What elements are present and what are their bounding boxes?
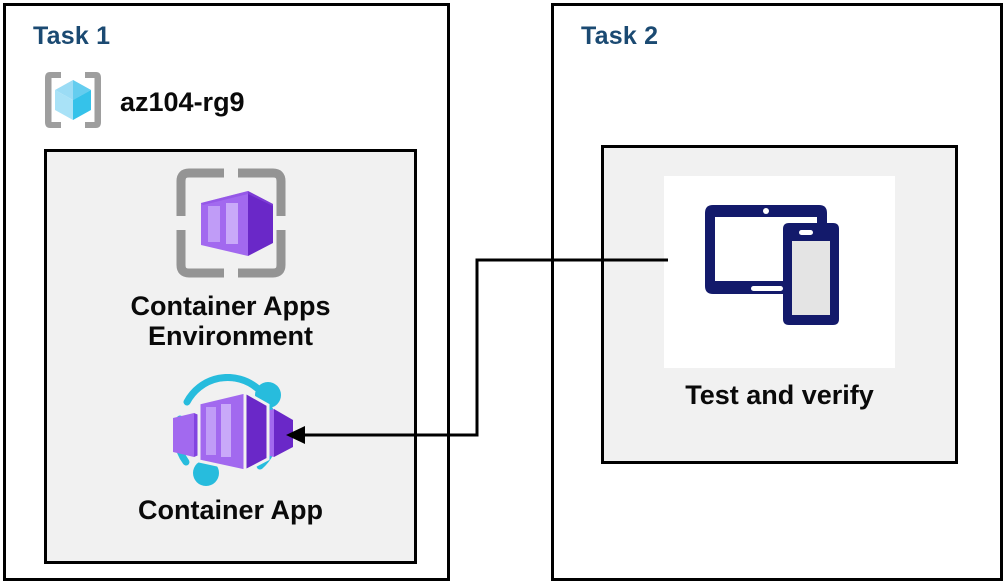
task-1-panel: Task 1 az104-rg9	[3, 3, 450, 581]
test-and-verify-label: Test and verify	[685, 380, 874, 410]
devices-icon	[691, 195, 869, 350]
resource-group-icon	[40, 67, 106, 138]
container-apps-environment-icon	[172, 164, 290, 287]
task-2-panel: Task 2	[551, 3, 1003, 581]
devices-icon-frame	[664, 176, 895, 368]
resource-group-row: az104-rg9	[40, 67, 245, 138]
task-1-inner-box: Container Apps Environment	[44, 149, 417, 564]
container-app-node: Container App	[47, 373, 414, 525]
container-apps-environment-node: Container Apps Environment	[47, 164, 414, 351]
task-2-title: Task 2	[581, 22, 659, 50]
container-apps-environment-label: Container Apps Environment	[130, 291, 331, 352]
test-and-verify-node: Test and verify	[604, 176, 955, 411]
container-app-icon	[156, 373, 306, 491]
task-2-inner-box: Test and verify	[601, 145, 958, 464]
resource-group-label: az104-rg9	[120, 87, 245, 117]
container-app-label: Container App	[138, 495, 323, 525]
task-1-title: Task 1	[33, 22, 111, 50]
